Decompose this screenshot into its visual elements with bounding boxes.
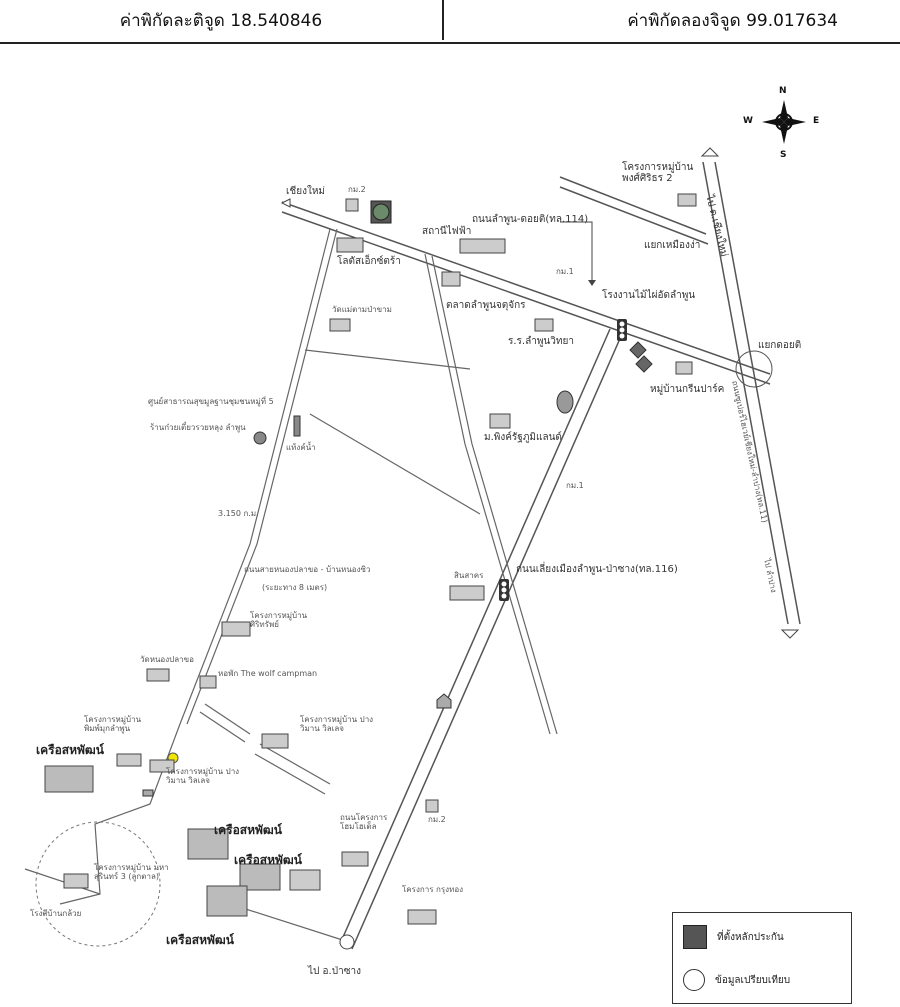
- collateral-marker: [370, 200, 392, 224]
- longitude-text: ค่าพิกัดลองจิจูด 99.017634: [627, 10, 838, 31]
- label-water-tank: แท้งค์น้ำ: [286, 443, 316, 452]
- label-power-station: สถานีไฟฟ้า: [422, 226, 472, 237]
- traffic-light-lower: [499, 579, 509, 601]
- label-sinsakhon: สินสาคร: [454, 571, 484, 580]
- compass-s: S: [780, 150, 787, 160]
- legend-compare-label: ข้อมูลเปรียบเทียบ: [715, 974, 791, 986]
- building-icons: [63, 193, 697, 925]
- legend-row-landmark: ที่ตั้งหลักประกัน: [683, 925, 784, 949]
- traffic-light-upper: [617, 319, 627, 341]
- label-health-center: ศูนย์สาธารณสุขมูลฐานชุมชนหมู่ที่ 5: [148, 397, 274, 406]
- legend-square-icon: [683, 925, 707, 949]
- label-project-pimpan: โครงการหมู่บ้าน ปางวิมาน วิลเลจ: [300, 715, 374, 733]
- label-road-114: ถนนลำพูน-ดอยติ(ทล.114): [472, 214, 589, 225]
- label-university: ม.พิงค์รัฐภูมิแลนด์: [484, 432, 562, 443]
- label-road-local: ถนนสายหนองปลาขอ - บ้านหนองซิว: [244, 565, 371, 574]
- compare-circle-srisuk: [35, 821, 161, 947]
- label-project-phimuk: โครงการหมู่บ้าน พิมพ์มุกลำพูน: [84, 715, 142, 733]
- label-wolf-camp: หอพัก The wolf campman: [218, 669, 318, 678]
- compare-circle-dok: [735, 350, 773, 388]
- label-project-sirirat: โครงการหมู่บ้าน ศิริทรัพย์: [250, 611, 308, 629]
- compass-e: E: [813, 116, 820, 126]
- local-roads: [24, 228, 558, 945]
- upper-road: [559, 176, 709, 245]
- map-canvas: [24, 100, 806, 950]
- compass-n: N: [779, 86, 787, 96]
- label-km1-b: กม.1: [566, 481, 584, 490]
- label-wat-nongplaxo: วัดหนองปลาขอ: [140, 655, 194, 664]
- label-to-chiangmai-left: เชียงใหม่: [286, 186, 326, 197]
- label-intersection-muangjo: แยกเหมืองง่า: [644, 240, 701, 251]
- label-km2-bottom: กม.2: [428, 815, 446, 824]
- label-intersection-dok: แยกดอยติ: [758, 340, 802, 351]
- label-project-homecity: ถนนโครงการ โฮมโฮเต็ล: [340, 813, 388, 831]
- label-factory: โรงงานไม้ไผ่อัดลำพูน: [602, 290, 696, 301]
- highway-11: [702, 161, 801, 625]
- label-road-116: ถนนเลี่ยงเมืองลำพูน-ป่าซาง(ทล.116): [516, 564, 678, 575]
- label-project-pangwiman: โครงการหมู่บ้าน ปางวิมาน วิลเลจ: [166, 767, 240, 785]
- label-kruea-4: เครือสหพัฒน์: [166, 933, 234, 947]
- label-village-green: หมู่บ้านกรีนปาร์ค: [650, 384, 725, 395]
- label-dist-3km: 3.150 ก.ม.: [218, 509, 259, 518]
- label-project-pongsiri2: โครงการหมู่บ้าน พงศ์ศิริธร 2: [622, 162, 694, 184]
- label-kruea-3: เครือสหพัฒน์: [234, 853, 302, 867]
- road-114: [281, 201, 771, 385]
- latitude-text: ค่าพิกัดละติจูด 18.540846: [0, 0, 444, 40]
- label-km1: กม.1: [556, 267, 574, 276]
- road-end-markers: [280, 147, 800, 950]
- side-grid: [199, 703, 331, 795]
- compass-rose: [762, 100, 806, 144]
- label-project-krungthong: โครงการ กรุงทอง: [402, 885, 464, 894]
- label-km2-top: กม.2: [348, 185, 366, 194]
- legend-row-compare: ข้อมูลเปรียบเทียบ: [683, 969, 790, 991]
- label-market: ตลาดลำพูนจตุจักร: [446, 300, 526, 311]
- label-lotus: โลตัสเอ็กซ์ตร้า: [337, 256, 401, 267]
- pointer-arrow: [560, 221, 593, 284]
- label-noodle-shop: ร้านก๋วยเตี๋ยวรวยหลุง ลำพูน: [150, 423, 246, 432]
- label-kruea-1: เครือสหพัฒน์: [36, 743, 104, 757]
- coordinates-header: ค่าพิกัดละติจูด 18.540846 ค่าพิกัดลองจิจ…: [0, 0, 900, 44]
- misc-symbols: [142, 341, 653, 797]
- factory-icons: [44, 765, 281, 917]
- label-landmark-bottom-left: โรงสีบ้านกล้วย: [30, 909, 82, 918]
- legend-circle-icon: [683, 969, 705, 991]
- road-116: [339, 328, 623, 950]
- label-road-local-sub: (ระยะทาง 8 เมตร): [262, 583, 328, 592]
- legend-landmark-label: ที่ตั้งหลักประกัน: [717, 931, 784, 943]
- map-legend: ที่ตั้งหลักประกัน ข้อมูลเปรียบเทียบ: [672, 912, 852, 1004]
- label-project-srisuk: โครงการหมู่บ้าน มหาสุรินทร์ 3 (ลูกตาล): [94, 863, 169, 881]
- label-school: ร.ร.ลำพูนวิทยา: [508, 336, 574, 347]
- label-kruea-2: เครือสหพัฒน์: [214, 823, 282, 837]
- label-to-pasang: ไป อ.ป่าซาง: [308, 966, 361, 977]
- label-wat-maetam: วัดแม่ตามป่าขาม: [332, 305, 392, 314]
- compass-w: W: [743, 116, 753, 126]
- location-map: N S E W เชียงใหม่ กม.2 ถนนลำพูน-ดอยติ(ทล…: [0, 44, 900, 1007]
